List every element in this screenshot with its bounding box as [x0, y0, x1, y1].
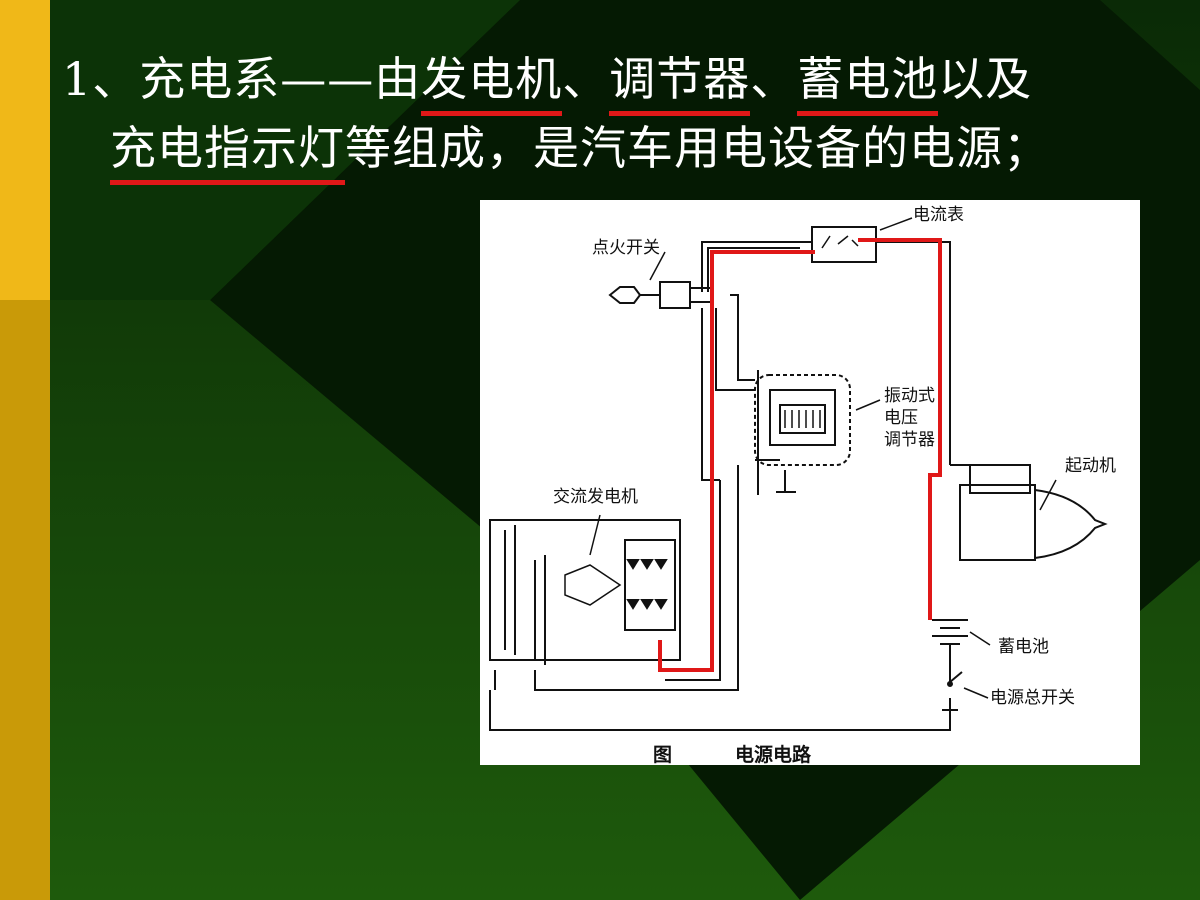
title-suffix: 等组成，是汽车用电设备的电源；	[345, 121, 1050, 175]
title-line-2: 充电指示灯等组成，是汽车用电设备的电源；	[110, 121, 1050, 185]
underlined-term-indicator-lamp: 充电指示灯	[110, 121, 345, 185]
regulator-outline	[754, 374, 851, 466]
underlined-term-generator: 发电机	[421, 52, 563, 116]
title-separator: 、	[750, 52, 798, 106]
label-alternator: 交流发电机	[553, 487, 638, 507]
diagram-caption-prefix: 图	[653, 744, 673, 766]
accent-bar-top	[0, 0, 50, 300]
title-separator: 、	[562, 52, 610, 106]
label-regulator-line1: 振动式	[884, 386, 935, 406]
battery-symbol	[932, 619, 968, 645]
label-regulator-line2: 电压	[884, 408, 918, 429]
diagram-caption-title: 电源电路	[735, 744, 812, 766]
background-diamond-light	[0, 0, 520, 300]
title-prefix: 1、充电系——由	[62, 52, 422, 106]
circuit-drawing	[489, 217, 1108, 731]
underlined-term-battery: 蓄电池	[797, 52, 939, 116]
title-suffix: 以及	[938, 52, 1033, 106]
ammeter-box	[811, 226, 877, 263]
charging-current-path	[658, 250, 815, 672]
accent-bar-bottom	[0, 300, 50, 900]
label-vibrating-regulator: 振动式 电压 调节器	[884, 385, 935, 451]
label-master-switch: 电源总开关	[990, 688, 1075, 708]
master-switch-symbol	[949, 670, 963, 710]
starter-body	[959, 484, 1036, 561]
title-line-1: 1、充电系——由发电机、调节器、蓄电池以及	[62, 52, 1032, 116]
label-battery: 蓄电池	[998, 637, 1049, 657]
underlined-term-regulator: 调节器	[609, 52, 751, 116]
ignition-switch-symbol	[608, 281, 710, 309]
label-ignition-switch: 点火开关	[592, 238, 660, 258]
label-regulator-line3: 调节器	[884, 430, 935, 451]
power-circuit-diagram: 电流表 点火开关 振动式 电压 调节器 起动机 交流发电机 蓄电池 电源总开关 …	[480, 200, 1140, 766]
label-starter: 起动机	[1065, 456, 1116, 476]
label-ammeter: 电流表	[913, 205, 964, 225]
charging-current-path-battery	[858, 238, 942, 620]
